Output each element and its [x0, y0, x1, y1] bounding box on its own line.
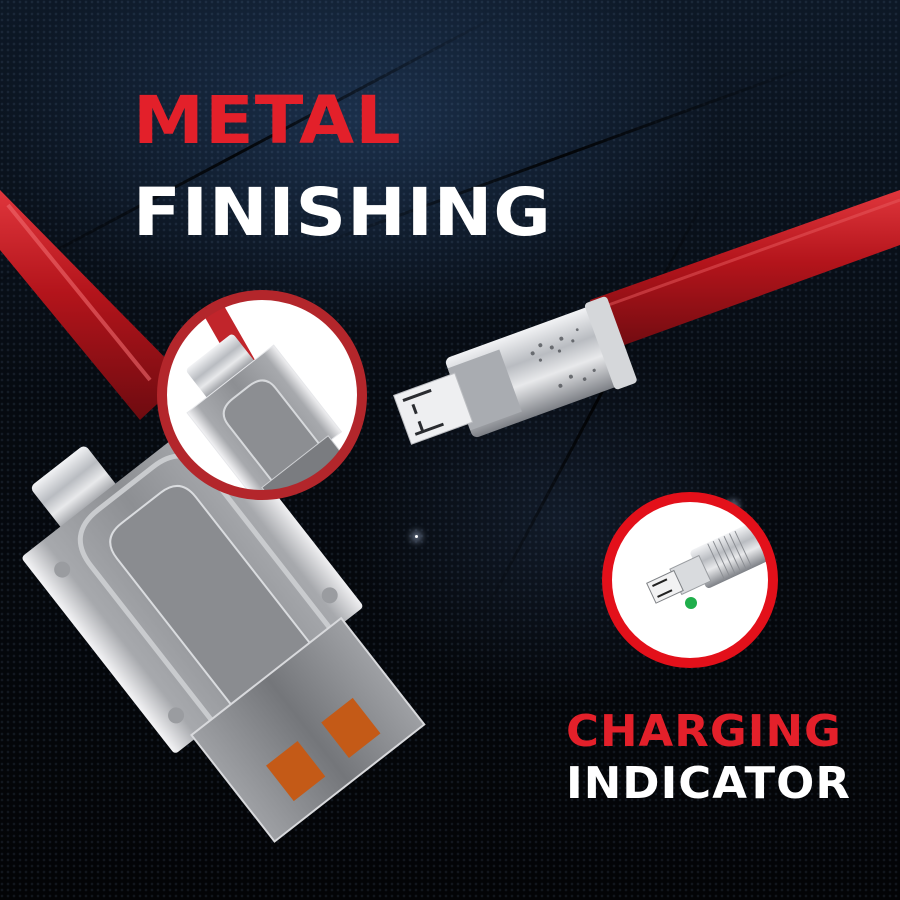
usb-contact — [266, 740, 326, 802]
headline-finishing: FINISHING — [133, 174, 552, 251]
screw-icon — [168, 707, 185, 724]
feature-charging: CHARGING — [566, 706, 842, 757]
screw-icon — [54, 561, 71, 578]
light-glint — [415, 535, 418, 538]
micro-usb-plug — [393, 372, 474, 445]
usb-contact — [321, 697, 381, 758]
left-cable — [0, 190, 185, 420]
micro-usb-cable — [590, 190, 900, 352]
usb-a-collar — [31, 446, 120, 533]
led-indicator-icon — [685, 597, 697, 609]
headline-metal: METAL — [133, 82, 402, 159]
micro-usb-connector — [393, 296, 637, 445]
callout-ring — [602, 492, 778, 668]
screw-icon — [321, 587, 338, 604]
charging-indicator-callout — [602, 492, 778, 668]
feature-indicator: INDICATOR — [566, 758, 851, 809]
usb-a-closeup-callout — [157, 290, 367, 500]
callout-ring — [157, 290, 367, 500]
usb-a-plug — [190, 616, 426, 843]
